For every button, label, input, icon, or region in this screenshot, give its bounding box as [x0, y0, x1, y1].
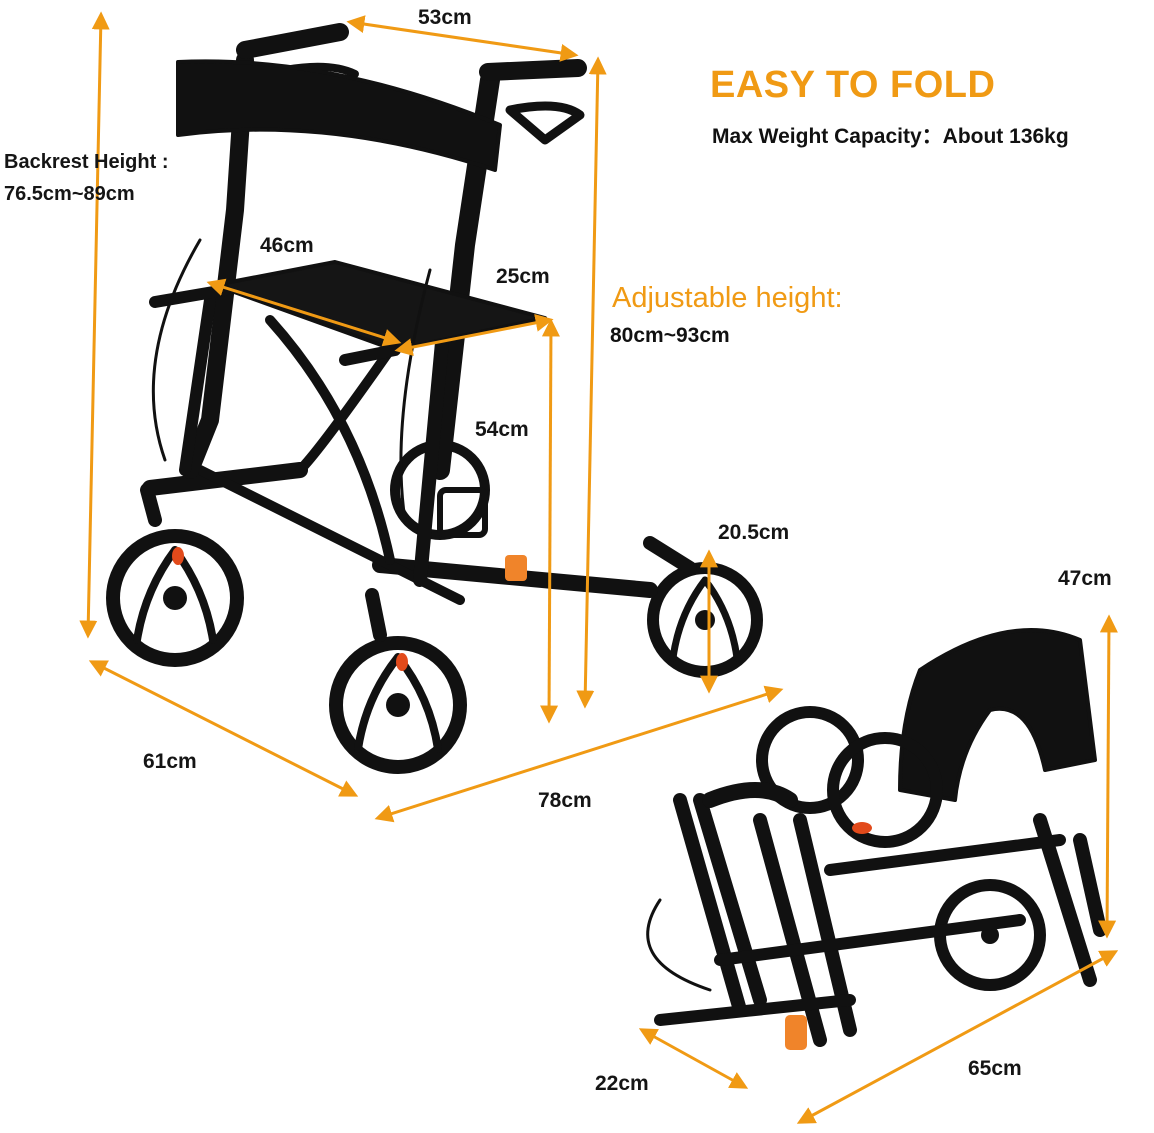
- wheel-icon: [329, 636, 467, 774]
- wheel-icon: [106, 529, 244, 667]
- arrow-seat-depth: [394, 313, 554, 357]
- folded-length-label: 65cm: [968, 1057, 1022, 1080]
- depth-label: 61cm: [143, 750, 197, 773]
- dimension-arrows: [79, 11, 1119, 1124]
- walker-unfolded: [106, 23, 763, 774]
- backrest-height-label: Backrest Height :: [4, 151, 169, 173]
- arrow-depth: [88, 660, 359, 797]
- seat-depth-label: 25cm: [496, 265, 550, 288]
- arrow-folded-height: [1098, 614, 1118, 939]
- arrow-adjustable-height: [576, 56, 607, 709]
- arrow-seat-width: [206, 278, 402, 347]
- folded-width-label: 22cm: [595, 1072, 649, 1095]
- seat-height-label: 54cm: [475, 418, 529, 441]
- adjustable-height-label: Adjustable height:: [612, 282, 843, 314]
- top-width-label: 53cm: [418, 6, 472, 29]
- weight-capacity-text: Max Weight Capacity：About 136kg: [712, 125, 1069, 148]
- folded-height-label: 47cm: [1058, 567, 1112, 590]
- arrow-top-width: [346, 15, 579, 62]
- page-title: EASY TO FOLD: [710, 64, 996, 106]
- wheel-icon: [647, 562, 763, 678]
- wheel-diameter-label: 20.5cm: [718, 521, 790, 544]
- arrow-seat-height: [540, 318, 560, 724]
- adjustable-height-range: 80cm~93cm: [610, 324, 730, 347]
- length-label: 78cm: [538, 789, 592, 812]
- seat-width-label: 46cm: [260, 234, 314, 257]
- arrow-folded-length: [796, 950, 1119, 1124]
- walker-folded: [646, 628, 1107, 1050]
- backrest-height-range: 76.5cm~89cm: [4, 183, 135, 205]
- arrow-folded-width: [638, 1028, 749, 1089]
- arrow-backrest-height: [79, 11, 110, 639]
- arrow-length: [374, 685, 784, 823]
